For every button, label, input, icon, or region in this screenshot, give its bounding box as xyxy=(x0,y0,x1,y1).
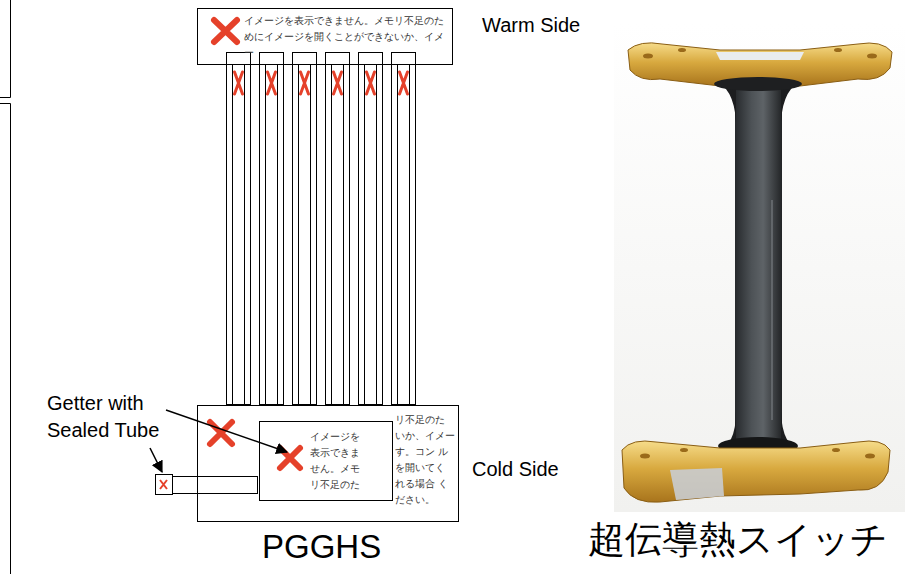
side-label: Cold Side xyxy=(472,457,559,481)
broken-image-icons xyxy=(235,72,408,94)
warm-plate-box: イメージを表示できません。メモリ不足のためにイメージを開くことができないか、イメ… xyxy=(197,8,453,65)
placeholder-text: イメージを表示できません。メモリ不足のためにイメージを開くことができないか、イメ… xyxy=(244,13,449,61)
diagram-title-label: PGGHS xyxy=(262,527,381,567)
broken-image-icons xyxy=(160,480,167,489)
getter-box: イメージを表示できません。メモリ不足のた xyxy=(259,421,393,501)
leader-line xyxy=(150,410,287,472)
side-label: Warm Side xyxy=(482,13,580,37)
placeholder-text: リ不足のた いか、イメー す。コン ルを開いてく れる場合 ください。 xyxy=(395,412,455,508)
broken-image-icons xyxy=(210,20,300,468)
cold-plate-box: イメージを表示できません。メモリ不足のたリ不足のた いか、イメー す。コン ルを… xyxy=(197,405,459,522)
u-tubes xyxy=(227,53,416,405)
frame-edge xyxy=(0,0,11,574)
callout-label: Getter with Sealed Tube xyxy=(47,390,179,444)
placeholder-text: イメージを表示できません。メモリ不足のた xyxy=(310,429,362,493)
sealed-tube xyxy=(156,475,258,495)
photo-caption: 超伝導熱スイッチ xyxy=(588,518,888,562)
heat-switch-photo xyxy=(614,24,905,512)
